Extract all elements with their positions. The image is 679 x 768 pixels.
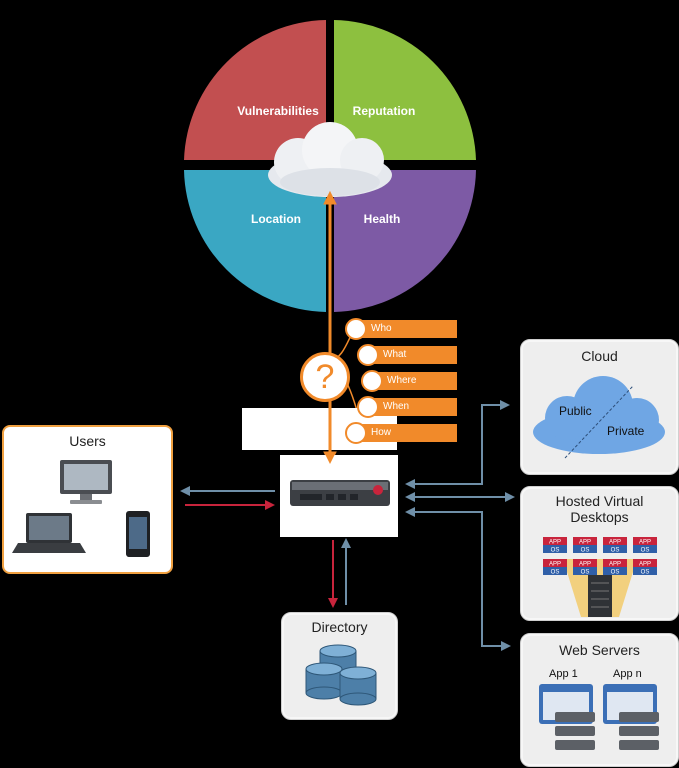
tag-how: How: [345, 422, 457, 444]
question-bubble: ?: [300, 352, 350, 402]
tag-who: Who: [345, 318, 457, 340]
users-arrows: [180, 486, 275, 510]
users-box: Users: [2, 425, 173, 574]
hvd-os-text: OS: [551, 570, 560, 576]
users-title: Users: [69, 433, 106, 449]
tag-what-label: What: [383, 349, 407, 360]
hvd-os-text: OS: [611, 570, 620, 576]
hvd-app-text: APP: [549, 562, 561, 568]
hvd-os-text: OS: [641, 570, 650, 576]
cloud-private-label: Private: [607, 424, 645, 438]
web-servers-icon: [539, 684, 659, 750]
cloud-box: Cloud Public Private: [520, 339, 679, 475]
web-servers-box: Web Servers App 1 App n: [520, 633, 679, 767]
hvd-os-text: OS: [581, 548, 590, 554]
center-cloud-icon: [268, 122, 392, 197]
directory-box: Directory: [281, 612, 398, 720]
vulnerabilities-label: Vulnerabilities: [237, 104, 319, 118]
hvd-app-text: APP: [609, 540, 621, 546]
tag-when-label: When: [383, 401, 410, 412]
quadrant-health: [334, 170, 476, 312]
quadrant-location: [184, 170, 326, 312]
tag-where-label: Where: [387, 375, 417, 386]
hvd-app-text: APP: [639, 562, 651, 568]
hvd-app-tile: APP OS: [633, 537, 657, 554]
users-devices-icon: [12, 460, 150, 557]
right-arrowheads: [405, 400, 515, 651]
directory-title: Directory: [311, 619, 368, 635]
tag-what: What: [357, 344, 457, 366]
appn-label: App n: [613, 668, 642, 680]
hvd-app-tile: APP OS: [603, 537, 627, 554]
hvd-app-text: APP: [579, 540, 591, 546]
cloud-title: Cloud: [581, 348, 618, 364]
hvd-app-tile: APP OS: [603, 559, 627, 576]
hvd-icon: APP OS APP OS APP OS APP OS APP OS APP OS APP OS APP OS: [543, 537, 657, 617]
hvd-app-tile: APP OS: [573, 559, 597, 576]
cloud-public-label: Public: [559, 404, 592, 418]
tag-when: When: [357, 396, 457, 418]
directory-arrows: [328, 538, 351, 608]
hvd-os-text: OS: [551, 548, 560, 554]
tag-who-label: Who: [371, 323, 392, 334]
hvd-app-text: APP: [549, 540, 561, 546]
hvd-os-text: OS: [581, 570, 590, 576]
database-icon: [305, 644, 377, 706]
quadrant-reputation: [334, 20, 476, 160]
cloud-icon: [533, 376, 665, 459]
tag-how-label: How: [371, 427, 392, 438]
hvd-app-tile: APP OS: [543, 537, 567, 554]
hvd-app-text: APP: [639, 540, 651, 546]
hvd-app-tile: APP OS: [543, 559, 567, 576]
hvd-os-text: OS: [611, 548, 620, 554]
quadrant-vulnerabilities: [184, 20, 326, 160]
hvd-os-text: OS: [641, 548, 650, 554]
hvd-app-tile: APP OS: [573, 537, 597, 554]
reputation-label: Reputation: [352, 104, 416, 118]
tag-where: Where: [361, 370, 457, 392]
hvd-app-tile: APP OS: [633, 559, 657, 576]
location-label: Location: [251, 212, 301, 226]
app1-label: App 1: [549, 668, 578, 680]
hvd-app-text: APP: [609, 562, 621, 568]
right-arrows: [410, 404, 510, 647]
hvd-app-text: APP: [579, 562, 591, 568]
hvd-title: Hosted Virtual Desktops: [555, 493, 644, 525]
web-servers-title: Web Servers: [559, 642, 640, 658]
health-label: Health: [363, 212, 401, 226]
